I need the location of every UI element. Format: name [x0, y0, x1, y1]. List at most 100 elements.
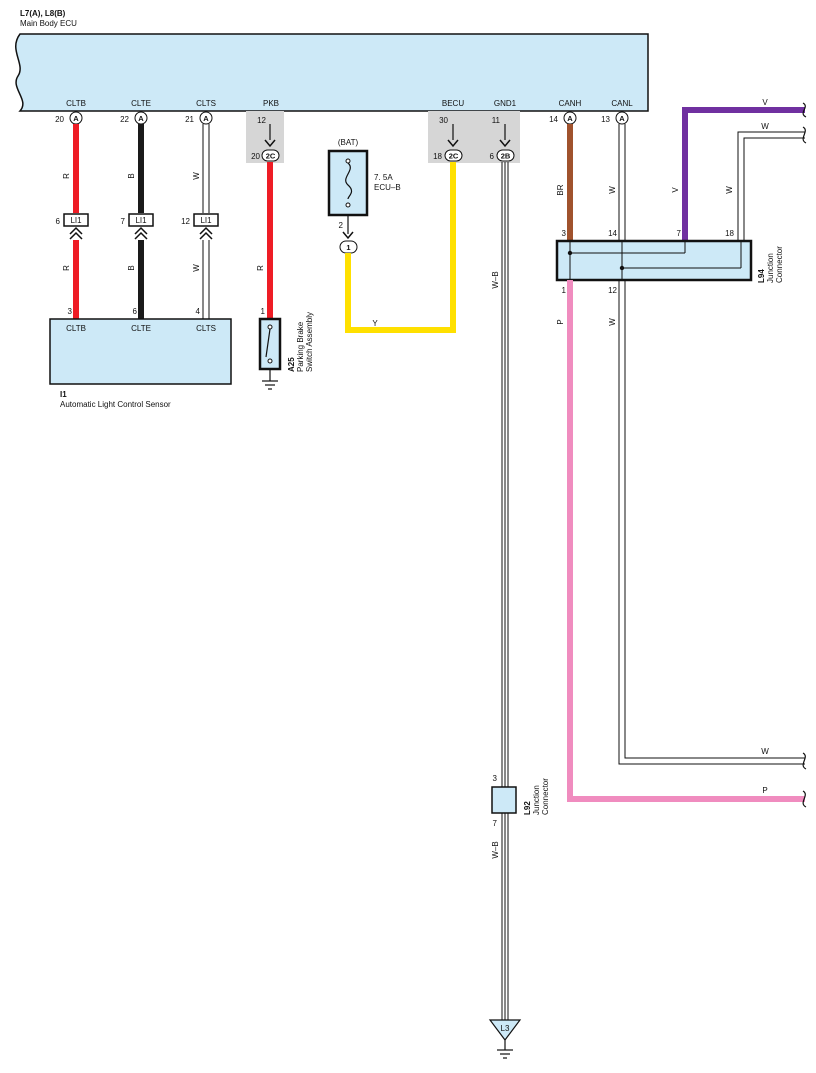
l94-body: [555, 239, 753, 282]
l94-name-1: Junction: [766, 253, 775, 283]
wire-p-pink: [567, 280, 805, 802]
ground-l3-label: L3: [501, 1024, 510, 1033]
wire-label-w3: W: [608, 186, 617, 194]
sensor-pin-cltb: 3: [68, 307, 73, 316]
light-sensor-body: [49, 318, 232, 385]
li1-label-clte: LI1: [135, 216, 147, 225]
junction-2c-becu: [444, 149, 463, 162]
break-icon-v: [802, 102, 807, 118]
wire-label-w1: W: [192, 172, 201, 180]
sensor-term-clte: CLTE: [131, 324, 151, 333]
ecu-body: [15, 33, 649, 112]
ecu-term-cltb: CLTB: [66, 99, 86, 108]
becu-arrow-icon: [447, 139, 459, 148]
wire-label-w6: W: [608, 318, 617, 326]
wire-w-bottom-a: [618, 280, 805, 765]
li1-connector-clts: 12 LI1: [181, 213, 219, 240]
l94-internal-bus: [567, 241, 742, 280]
ecu-pin-cltb: 20: [55, 115, 64, 124]
fuse-connector-label: 1: [346, 243, 350, 252]
wire-gnd-wb-upper: [501, 162, 509, 787]
pkb-pin: 1: [261, 307, 266, 316]
li1-label-cltb: LI1: [70, 216, 82, 225]
break-icon-p: [802, 790, 807, 808]
pkb-ground-icon: [262, 380, 278, 390]
ecu-conn-clte-label: A: [138, 114, 144, 123]
wire-label-wb2: W–B: [491, 841, 500, 858]
parking-brake-id: A25: [287, 357, 296, 372]
ecu-subtitle: Main Body ECU: [20, 19, 77, 28]
wire-w-top-b: [743, 137, 805, 241]
l94-name-2: Connector: [775, 246, 784, 283]
junction-2c-pkb-pin: 20: [251, 152, 260, 161]
switch-contact-top: [267, 324, 273, 330]
wire-label-wb1: W–B: [491, 271, 500, 288]
wire-label-b2: B: [127, 265, 136, 270]
l94-pin-7: 7: [677, 229, 682, 238]
sensor-term-clts: CLTS: [196, 324, 216, 333]
wire-label-v1: V: [762, 98, 768, 107]
ecu-conn-clts-label: A: [203, 114, 209, 123]
l92-pin-bottom: 7: [493, 819, 498, 828]
light-sensor-id: I1: [60, 390, 67, 399]
ground-l3-icon: [497, 1049, 513, 1059]
wire-label-r3: R: [256, 265, 265, 271]
ecu-pin-canl: 13: [601, 115, 610, 124]
ecu-conn-cltb-label: A: [73, 114, 79, 123]
fuse-arrow-icon: [342, 231, 354, 240]
li1-pin-top-clte: 7: [121, 217, 126, 226]
l94-pin-14: 14: [608, 229, 617, 238]
wire-label-w5: W: [725, 186, 734, 194]
wire-label-b1: B: [127, 173, 136, 178]
ecu-pin-canh: 14: [549, 115, 558, 124]
pkb-arrow-icon: [264, 139, 276, 148]
l92-pin-top: 3: [493, 774, 498, 783]
wire-label-w2: W: [192, 264, 201, 272]
sensor-pin-clte: 6: [133, 307, 138, 316]
junction-2b-pin: 6: [490, 152, 495, 161]
l94-id: L94: [757, 269, 766, 283]
junction-2c-becu-pin: 18: [433, 152, 442, 161]
fuse-name: ECU–B: [374, 183, 401, 192]
ecu-term-clts: CLTS: [196, 99, 216, 108]
switch-contact-bottom: [267, 358, 273, 364]
wire-label-y: Y: [372, 319, 378, 328]
wire-label-p1: P: [556, 319, 565, 324]
li1-connector-cltb: 6 LI1: [56, 213, 89, 240]
ecu-term-canh: CANH: [559, 99, 582, 108]
l92-id: L92: [523, 801, 532, 815]
fuse-pin: 2: [339, 221, 344, 230]
wire-label-w4: W: [761, 122, 769, 131]
l94-pin-18: 18: [725, 229, 734, 238]
junction-2c-pkb-label: 2C: [266, 152, 276, 161]
parking-brake-name-1: Parking Brake: [296, 321, 305, 372]
ground-l3-marker: [488, 1019, 522, 1041]
ecu-pin-becu: 30: [439, 116, 448, 125]
light-sensor-name: Automatic Light Control Sensor: [60, 400, 171, 409]
l94-pin-12: 12: [608, 286, 617, 295]
wire-w-top-a: [737, 131, 805, 241]
ecu-pin-clte: 22: [120, 115, 129, 124]
ecu-term-canl: CANL: [611, 99, 633, 108]
wire-label-r1: R: [62, 173, 71, 179]
ecu-conn-canl: [615, 111, 629, 125]
wire-v-purple: [682, 107, 805, 241]
ecu-conn-canl-label: A: [619, 114, 625, 123]
l92-body: [491, 786, 517, 814]
ecu-term-becu: BECU: [442, 99, 464, 108]
wire-label-w7: W: [761, 747, 769, 756]
wire-label-r2: R: [62, 265, 71, 271]
ecu-pin-pkb: 12: [257, 116, 266, 125]
break-icon-w-bottom: [802, 752, 807, 770]
ecu-title: L7(A), L8(B): [20, 9, 66, 18]
fuse-rating: 7. 5A: [374, 173, 393, 182]
switch-blade: [265, 328, 271, 358]
sensor-pin-clts: 4: [196, 307, 201, 316]
l94-pin-1: 1: [562, 286, 567, 295]
wire-label-v2: V: [671, 187, 680, 193]
l92-name-2: Connector: [541, 778, 550, 815]
ecu-pin-gnd1: 11: [492, 116, 501, 125]
wire-becu-yellow: [345, 162, 456, 333]
li1-connector-clte: 7 LI1: [121, 213, 154, 240]
